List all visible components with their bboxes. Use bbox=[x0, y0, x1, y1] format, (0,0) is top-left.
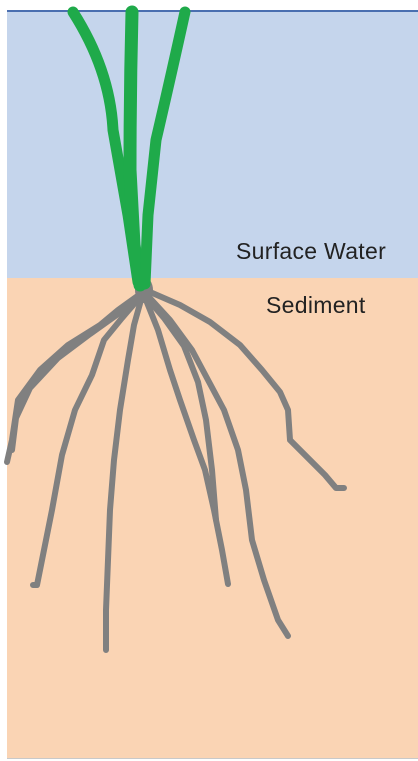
roots-group bbox=[7, 292, 344, 650]
leaf-blade bbox=[130, 12, 140, 285]
surface-water-label: Surface Water bbox=[236, 238, 386, 265]
leaves-group bbox=[73, 12, 185, 285]
root-line bbox=[148, 296, 288, 636]
root-line bbox=[106, 300, 141, 650]
sediment-label: Sediment bbox=[266, 292, 366, 319]
leaf-blade bbox=[145, 12, 185, 284]
